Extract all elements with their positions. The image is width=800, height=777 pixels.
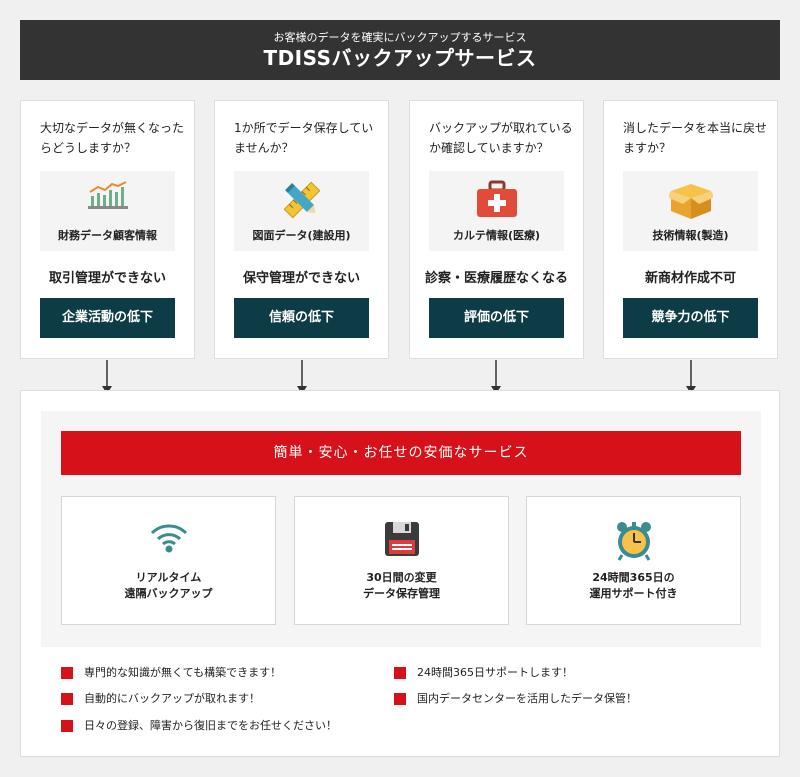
card-problem: 診察・医療履歴なくなる: [424, 271, 568, 286]
feature-line: リアルタイム: [135, 571, 202, 584]
bullet-square: [61, 693, 73, 705]
down-arrow-icon: [102, 360, 112, 394]
down-arrow-icon: [491, 360, 501, 394]
header-title: TDISSバックアップサービス: [263, 46, 537, 70]
feature-line: 運用サポート付き: [589, 587, 678, 600]
medical-kit-icon: [476, 180, 517, 217]
card-item-label: カルテ情報(医療): [452, 229, 541, 242]
card-problem: 取引管理ができない: [48, 271, 166, 286]
chart-icon: [87, 181, 128, 209]
bullet-text: 自動的にバックアップが取れます！: [84, 692, 260, 705]
floppy-disk-icon: [384, 522, 419, 556]
card-item-label: 財務データ顧客情報: [58, 229, 157, 242]
bullet-square: [394, 667, 406, 679]
feature-card-support: 24時間365日の 運用サポート付き: [526, 496, 741, 625]
problem-card-medical: バックアップが取れているか確認していますか？ カルテ情報(医療) 診察・医療履歴…: [409, 100, 584, 359]
solution-panel: 簡単・安心・お任せの安価なサービス リアルタイム 遠隔バックアップ: [20, 390, 780, 757]
card-result-badge: 競争力の低下: [623, 298, 758, 338]
card-question: バックアップが取れているか確認していますか？: [429, 121, 573, 155]
problem-card-finance: 大切なデータが無くなったらどうしますか？ 財務データ顧客情報 取引管理ができない…: [20, 100, 195, 359]
card-item-label: 技術情報(製造): [652, 229, 729, 242]
feature-line: データ保存管理: [363, 587, 440, 600]
feature-text: リアルタイム 遠隔バックアップ: [62, 570, 275, 602]
header-banner: お客様のデータを確実にバックアップするサービス TDISSバックアップサービス: [20, 20, 780, 80]
card-thumbnail: 技術情報(製造): [623, 171, 758, 251]
card-item-label: 図面データ(建設用): [252, 229, 351, 242]
feature-line: 24時間365日の: [592, 571, 675, 584]
down-arrow-icon: [297, 360, 307, 394]
card-thumbnail: 図面データ(建設用): [234, 171, 369, 251]
bullet-square: [61, 720, 73, 732]
card-problem: 新商材作成不可: [644, 271, 736, 286]
bullet-square: [61, 667, 73, 679]
bullet-text: 専門的な知識が無くても構築できます！: [84, 666, 282, 679]
card-question: 大切なデータが無くなったらどうしますか？: [40, 121, 185, 155]
card-result-badge: 企業活動の低下: [40, 298, 175, 338]
bullet-text: 国内データセンターを活用したデータ保管！: [417, 692, 637, 705]
card-result-badge: 信頼の低下: [234, 298, 369, 338]
solution-inner: 簡単・安心・お任せの安価なサービス リアルタイム 遠隔バックアップ: [41, 411, 761, 647]
feature-card-30days: 30日間の変更 データ保存管理: [294, 496, 509, 625]
problem-card-drawings: 1か所でデータ保存していませんか？ 図面データ(建設用) 保守管理ができない 信…: [214, 100, 389, 359]
down-arrow-icon: [686, 360, 696, 394]
feature-line: 30日間の変更: [366, 571, 437, 584]
bullet-text: 24時間365日サポートします！: [417, 666, 573, 679]
card-thumbnail: 財務データ顧客情報: [40, 171, 175, 251]
bullet-square: [394, 693, 406, 705]
wifi-icon: [150, 524, 187, 553]
card-result-badge: 評価の低下: [429, 298, 564, 338]
feature-text: 24時間365日の 運用サポート付き: [527, 570, 740, 602]
feature-text: 30日間の変更 データ保存管理: [295, 570, 508, 602]
feature-card-realtime: リアルタイム 遠隔バックアップ: [61, 496, 276, 625]
card-thumbnail: カルテ情報(医療): [429, 171, 564, 251]
problem-card-manufacturing: 消したデータを本当に戻せますか？ 技術情報(製造) 新商材作成不可 競争力の低下: [603, 100, 778, 359]
service-banner: 簡単・安心・お任せの安価なサービス: [61, 431, 741, 475]
card-problem: 保守管理ができない: [242, 271, 360, 286]
bullet-text: 日々の登録、障害から復旧までをお任せください！: [84, 719, 337, 732]
feature-line: 遠隔バックアップ: [124, 587, 213, 600]
ruler-pencil-icon: [283, 181, 320, 219]
alarm-clock-icon: [616, 522, 651, 561]
card-question: 消したデータを本当に戻せますか？: [623, 121, 768, 155]
box-icon: [668, 184, 713, 219]
card-question: 1か所でデータ保存していませんか？: [234, 121, 374, 155]
header-subtitle: お客様のデータを確実にバックアップするサービス: [273, 31, 527, 44]
